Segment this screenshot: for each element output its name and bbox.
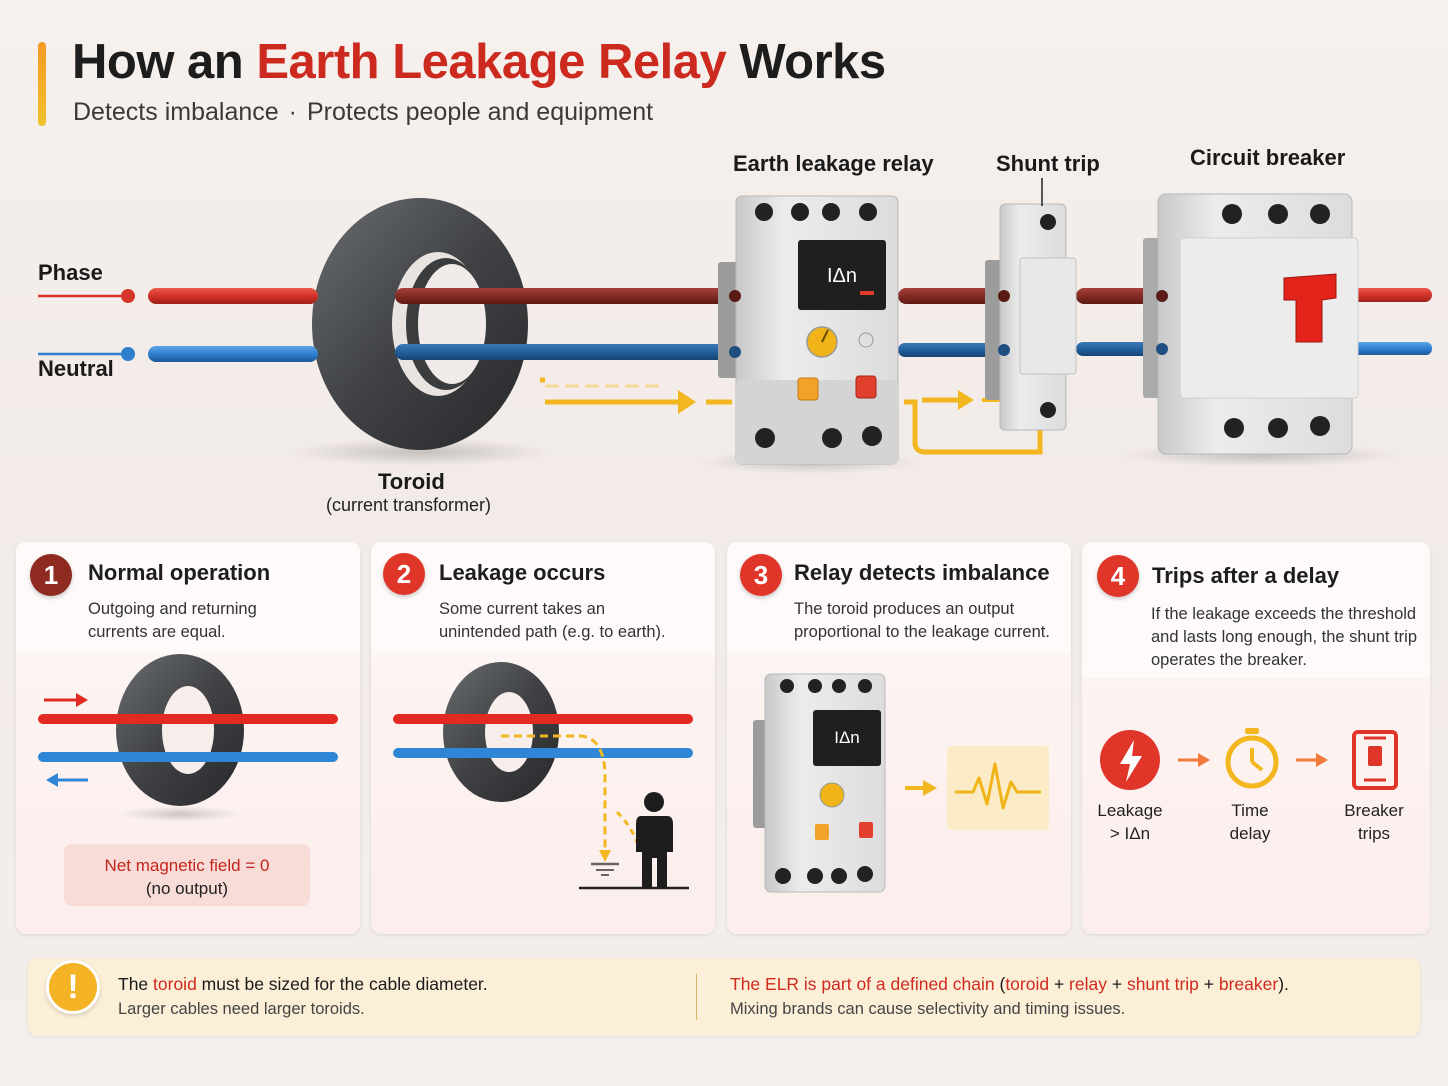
warning-icon: ! (46, 960, 100, 1014)
phase-wire (148, 288, 318, 304)
circuit-breaker-label: Circuit breaker (1190, 145, 1346, 170)
relay-detects-illustration: IΔn (753, 673, 1049, 893)
earth-leakage-relay: IΔn (718, 195, 899, 465)
lightning-icon (1100, 730, 1160, 790)
svg-text:IΔn: IΔn (834, 728, 860, 747)
step-title: Trips after a delay (1152, 563, 1340, 588)
step-description: Some current takes an unintended path (e… (439, 600, 666, 641)
leakage-illustration (393, 662, 693, 890)
step-number: 4 (1097, 555, 1139, 597)
bottom-note: ! The toroid must be sized for the cable… (28, 958, 1420, 1036)
person-icon (636, 792, 673, 888)
step-title: Normal operation (88, 560, 271, 585)
net-magnetic-field-box: Net magnetic field = 0 (no output) (64, 844, 310, 906)
step-title: Relay detects imbalance (794, 560, 1050, 585)
breaker-icon (1352, 730, 1398, 790)
step-card-1: 1 Normal operation Outgoing and returnin… (16, 542, 360, 934)
phase-label: Phase (38, 260, 103, 285)
step-number: 1 (30, 554, 72, 596)
step-title: Leakage occurs (439, 560, 606, 585)
svg-text:IΔn: IΔn (827, 265, 857, 287)
step-card-3: 3 Relay detects imbalance The toroid pro… (727, 542, 1071, 934)
note-left: The toroid must be sized for the cable d… (118, 974, 488, 1018)
flow-step-label: Leakage> IΔn (1097, 801, 1163, 843)
step-description: Outgoing and returning currents are equa… (88, 600, 257, 641)
hero-diagram: IΔn (38, 193, 1432, 474)
step-card-2: 2 Leakage occurs Some current takes an u… (371, 542, 715, 934)
title-accent-bar (38, 42, 46, 126)
normal-operation-illustration (38, 654, 338, 822)
neutral-wire (148, 346, 318, 362)
relay-label: Earth leakage relay (733, 151, 934, 176)
shunt-leader-line (1041, 178, 1043, 206)
toroid-label: Toroid (378, 469, 445, 494)
note-divider (696, 974, 697, 1020)
step-description: If the leakage exceeds the threshold and… (1151, 605, 1418, 669)
toroid-sublabel: (current transformer) (326, 495, 492, 515)
trip-flow-icons (1100, 728, 1398, 790)
shunt-trip-device (985, 203, 1077, 431)
note-right: The ELR is part of a defined chain (toro… (730, 974, 1289, 1018)
step-number: 3 (740, 554, 782, 596)
shunt-trip-label: Shunt trip (996, 151, 1100, 176)
step-description: The toroid produces an output proportion… (794, 600, 1050, 641)
circuit-breaker-device (1143, 193, 1359, 455)
neutral-label: Neutral (38, 356, 114, 381)
page-title: How an Earth Leakage Relay Works (72, 35, 886, 89)
page-subtitle: Detects imbalance·Protects people and eq… (73, 98, 654, 126)
step-card-4: 4 Trips after a delay If the leakage exc… (1082, 542, 1430, 934)
step-number: 2 (383, 553, 425, 595)
stopwatch-icon (1225, 728, 1279, 789)
